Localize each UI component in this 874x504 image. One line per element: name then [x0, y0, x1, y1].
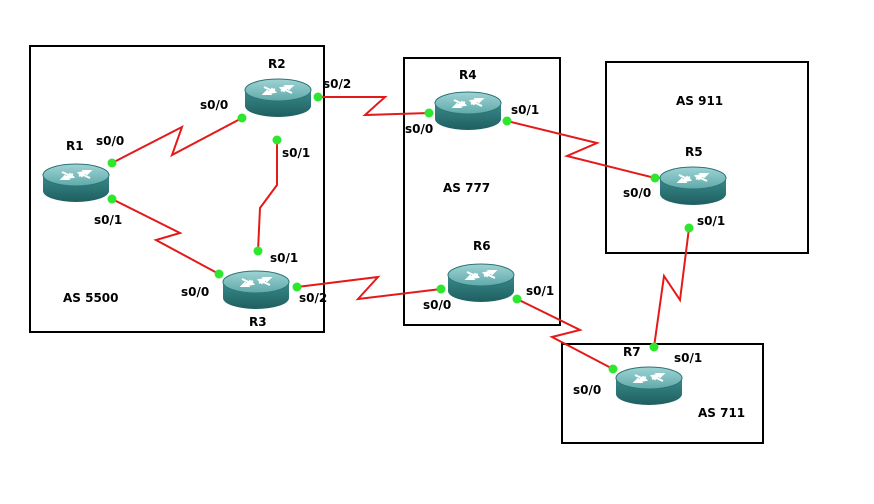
if-label-r3-s0-2: s0/2 [299, 291, 327, 305]
as-911-box [605, 61, 809, 254]
router-label-r4: R4 [459, 68, 477, 82]
link-r6-r7 [516, 298, 614, 370]
link-r3-r6 [296, 275, 442, 301]
if-label-r6-s0-1: s0/1 [526, 284, 554, 298]
if-label-r2-s0-0: s0/0 [200, 98, 228, 112]
if-label-r3-s0-1: s0/1 [270, 251, 298, 265]
as-711-box [561, 343, 764, 444]
if-label-r5-s0-1: s0/1 [697, 214, 725, 228]
port-r7-s0-1 [649, 342, 659, 352]
port-r3-s0-2 [292, 282, 302, 292]
port-r5-s0-1 [684, 223, 694, 233]
port-r4-s0-0 [424, 108, 434, 118]
as-5500-box [29, 45, 325, 333]
port-r6-s0-1 [512, 294, 522, 304]
if-label-r4-s0-1: s0/1 [511, 103, 539, 117]
link-r2-r4 [318, 96, 430, 117]
if-label-r7-s0-1: s0/1 [674, 351, 702, 365]
port-r3-s0-0 [214, 269, 224, 279]
port-r6-s0-0 [436, 284, 446, 294]
router-label-r7: R7 [623, 345, 641, 359]
router-r5[interactable] [659, 166, 727, 206]
router-label-r1: R1 [66, 139, 84, 153]
port-r1-s0-0 [107, 158, 117, 168]
if-label-r1-s0-1: s0/1 [94, 213, 122, 227]
port-r3-s0-1 [253, 246, 263, 256]
if-label-r3-s0-0: s0/0 [181, 285, 209, 299]
port-r5-s0-0 [650, 173, 660, 183]
link-r4-r5 [506, 120, 656, 179]
link-r2-r3 [257, 140, 278, 252]
router-r2[interactable] [244, 78, 312, 118]
if-label-r5-s0-0: s0/0 [623, 186, 651, 200]
if-label-r6-s0-0: s0/0 [423, 298, 451, 312]
router-r6[interactable] [447, 263, 515, 303]
link-r5-r7 [653, 227, 690, 348]
if-label-r7-s0-0: s0/0 [573, 383, 601, 397]
as-label-911: AS 911 [676, 94, 723, 108]
port-r7-s0-0 [608, 364, 618, 374]
if-label-r1-s0-0: s0/0 [96, 134, 124, 148]
link-r1-r3 [111, 198, 220, 275]
as-label-5500: AS 5500 [63, 291, 119, 305]
if-label-r2-s0-1: s0/1 [282, 146, 310, 160]
port-r2-s0-0 [237, 113, 247, 123]
router-r7[interactable] [615, 366, 683, 406]
as-label-777: AS 777 [443, 181, 490, 195]
as-777-box [403, 57, 561, 326]
router-r4[interactable] [434, 91, 502, 131]
if-label-r4-s0-0: s0/0 [405, 122, 433, 136]
as-label-711: AS 711 [698, 406, 745, 420]
router-label-r6: R6 [473, 239, 491, 253]
link-r1-r2 [111, 117, 243, 164]
router-label-r3: R3 [249, 315, 267, 329]
port-r2-s0-1 [272, 135, 282, 145]
port-r2-s0-2 [313, 92, 323, 102]
router-r3[interactable] [222, 270, 290, 310]
router-label-r5: R5 [685, 145, 703, 159]
if-label-r2-s0-2: s0/2 [323, 77, 351, 91]
router-label-r2: R2 [268, 57, 286, 71]
port-r4-s0-1 [502, 116, 512, 126]
router-r1[interactable] [42, 163, 110, 203]
port-r1-s0-1 [107, 194, 117, 204]
